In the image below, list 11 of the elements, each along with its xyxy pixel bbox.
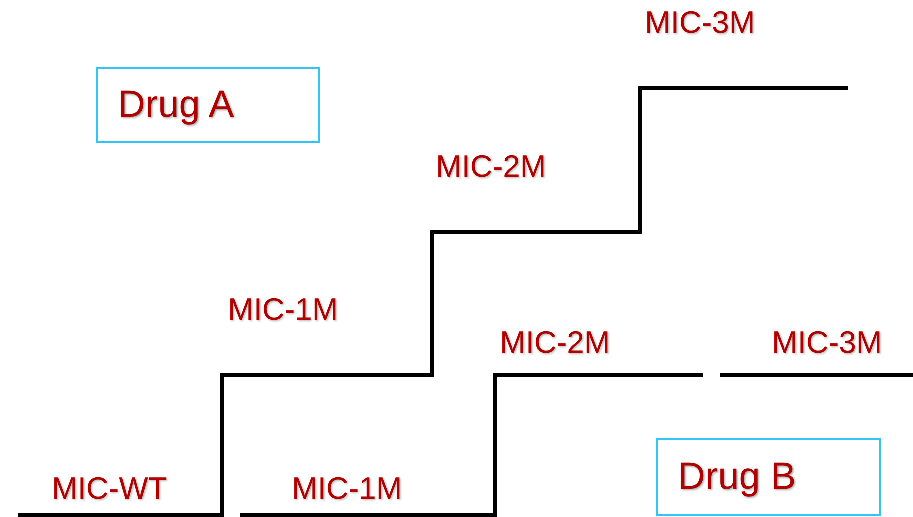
mic-label: MIC-1M — [292, 472, 402, 506]
mic-label: MIC-3M — [772, 326, 882, 360]
drug-label: Drug A — [118, 84, 234, 126]
mic-label: MIC-WT — [52, 472, 168, 506]
drug-box — [96, 67, 320, 143]
mic-label: MIC-3M — [645, 6, 756, 40]
drug-box — [656, 438, 881, 516]
drug-label: Drug B — [678, 456, 796, 498]
mic-label: MIC-2M — [500, 326, 610, 360]
mic-label: MIC-1M — [228, 293, 338, 328]
mic-label: MIC-2M — [436, 150, 546, 184]
